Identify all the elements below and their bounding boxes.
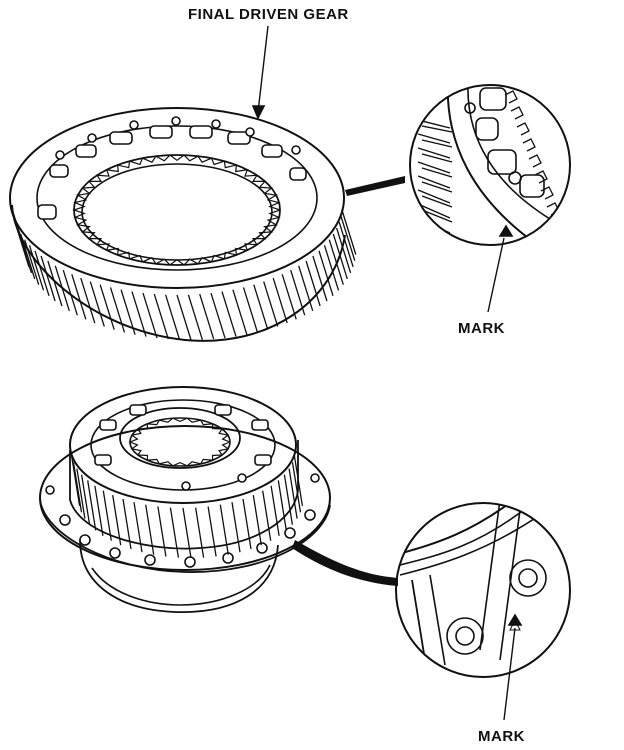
- mark-label-top: MARK: [458, 320, 505, 337]
- bottom-detail-view: [395, 502, 571, 721]
- final-driven-gear-label: FINAL DRIVEN GEAR: [188, 6, 349, 23]
- top-detail-view: [409, 84, 571, 313]
- final-driven-gear: [9, 25, 405, 342]
- bolt-holes: [37, 116, 307, 220]
- flange-holes: [45, 473, 320, 568]
- mark-label-bottom: MARK: [478, 728, 525, 745]
- differential-assembly: [39, 386, 398, 613]
